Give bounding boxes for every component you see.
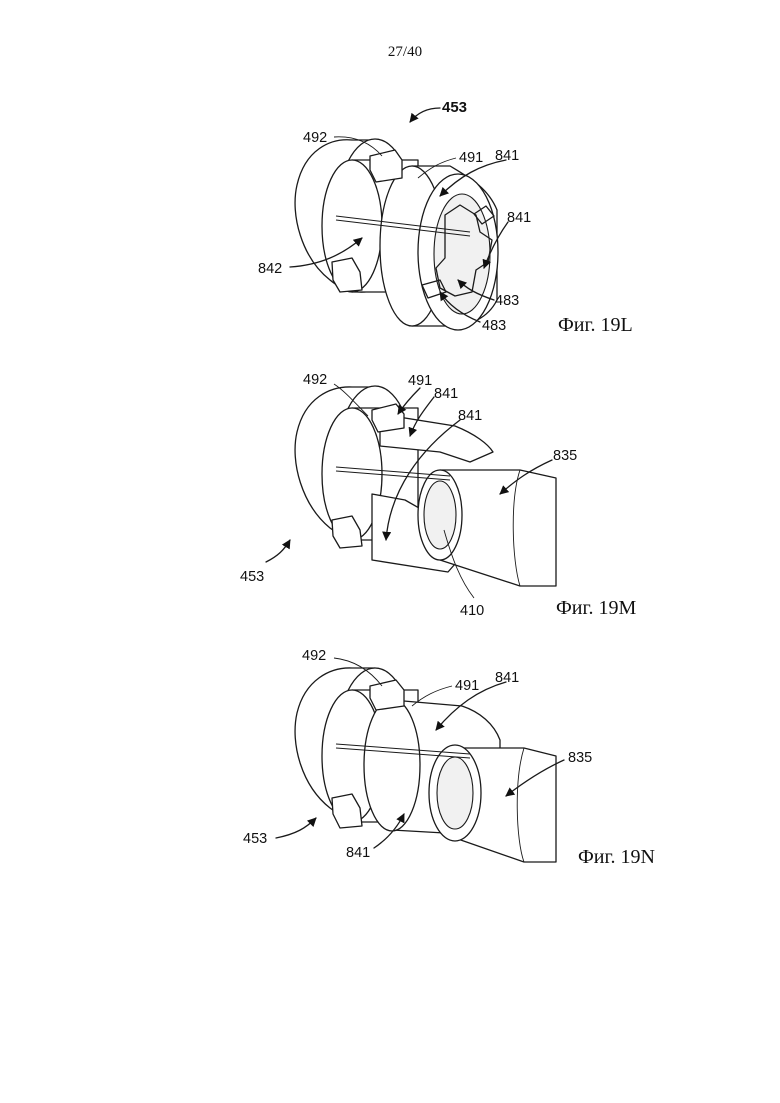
label-492-19l: 492 — [303, 130, 327, 146]
label-492-19n: 492 — [302, 648, 326, 664]
label-491-19l: 491 — [459, 150, 483, 166]
label-841-a-19m: 841 — [434, 386, 458, 402]
caption-fig-19m: Фиг. 19M — [556, 597, 636, 619]
coupler-body-19l — [295, 139, 498, 330]
label-842-19l: 842 — [258, 261, 282, 277]
coupler-body-19m — [295, 386, 556, 586]
label-491-19n: 491 — [455, 678, 479, 694]
label-841-top-19l: 841 — [495, 148, 519, 164]
label-492-19m: 492 — [303, 372, 327, 388]
label-483-bottom-19l: 483 — [482, 318, 506, 334]
label-453-19m: 453 — [240, 569, 264, 585]
label-410-19m: 410 — [460, 603, 484, 619]
figure-19m: 492 491 841 841 835 453 410 Фиг. 19M — [240, 372, 636, 619]
label-841-bottom-19n: 841 — [346, 845, 370, 861]
label-835-19m: 835 — [553, 448, 577, 464]
label-491-19m: 491 — [408, 373, 432, 389]
figure-19l: 453 492 491 841 841 842 483 483 Фиг. 19L — [258, 99, 633, 336]
caption-fig-19n: Фиг. 19N — [578, 846, 655, 868]
label-453-19l: 453 — [442, 99, 467, 116]
label-453-19n: 453 — [243, 831, 267, 847]
caption-fig-19l: Фиг. 19L — [558, 314, 633, 336]
figure-19n: 492 491 841 835 453 841 Фиг. 19N — [243, 648, 655, 868]
label-835-19n: 835 — [568, 750, 592, 766]
label-841-top-19n: 841 — [495, 670, 519, 686]
label-841-b-19m: 841 — [458, 408, 482, 424]
label-483-right-19l: 483 — [495, 293, 519, 309]
label-841-right-19l: 841 — [507, 210, 531, 226]
